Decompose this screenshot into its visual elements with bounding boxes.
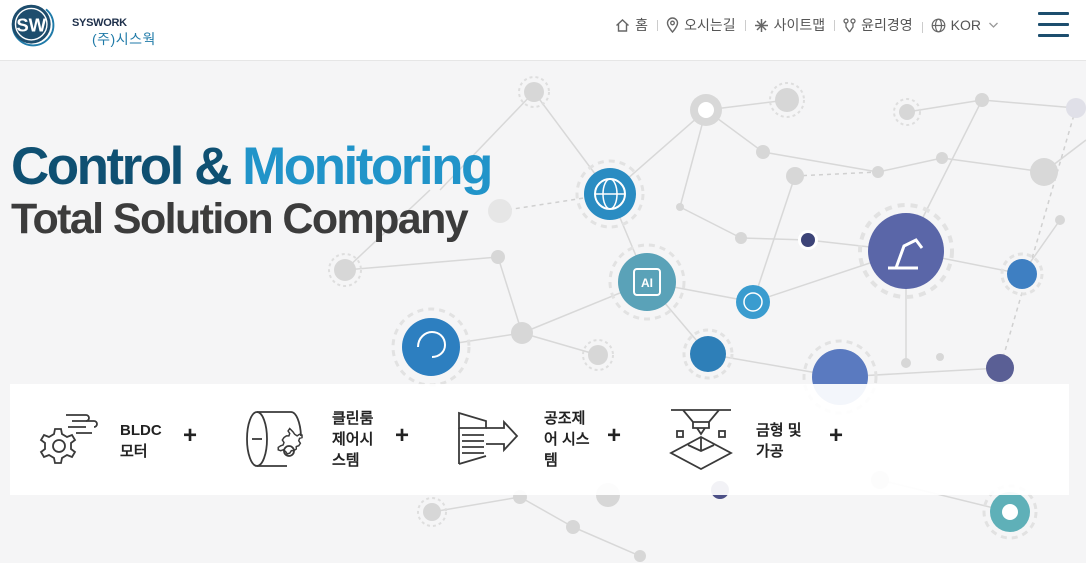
network-background: AI [328,76,1086,562]
nav-ethics[interactable]: 윤리경영 [834,15,922,35]
mold-processing-icon [669,409,733,471]
feature-hvac-system[interactable]: 공조제 어 시스템 + [456,384,656,495]
motor-gear-icon [39,414,98,464]
nav-sitemap-label: 사이트맵 [773,17,826,33]
feature-bldc-motor[interactable]: BLDC 모터 + [32,384,232,495]
feature-mold-processing-label: 금형 및 가공 [756,422,802,460]
feature-hvac-system-label: 공조제 어 시스템 [544,410,590,469]
nav-home[interactable]: 홈 [606,15,657,35]
feature-cleanroom-control[interactable]: 클린룸 제어시 스템 + [244,384,444,495]
menu-bar-icon [1038,23,1069,26]
nav-language[interactable]: KOR [921,17,1008,33]
logo-name-en: SYSWORK [72,17,127,29]
cleanroom-control-icon [246,411,303,467]
nav-home-label: 홈 [635,17,649,33]
hero-title-monitoring: Monitoring [242,137,493,196]
logo-name-ko: (주)시스웍 [92,31,156,47]
plus-separator: + [829,422,844,449]
business-area-bar: BLDC 모터 + 클린룸 제어시 스템 + [10,384,1069,495]
logo-mark: SW [16,15,46,36]
ethics-icon [843,17,856,32]
location-pin-icon [666,17,679,33]
plus-separator: + [395,422,410,449]
hero-subtitle: Total Solution Company [11,195,469,243]
nav-sitemap[interactable]: 사이트맵 [744,15,835,35]
hero-title-control: Control & [11,137,243,196]
chevron-down-icon [989,22,998,28]
nav-directions-label: 오시는길 [684,17,736,33]
feature-mold-processing[interactable]: 금형 및 가공 + [668,384,868,495]
svg-text:AI: AI [641,276,653,290]
syswork-logo[interactable]: SW SYSWORK (주)시스웍 [9,3,169,55]
nav-language-label: KOR [950,17,981,33]
site-header: SW SYSWORK (주)시스웍 홈 오시는길 사이트맵 윤리경영 [0,0,1086,61]
nav-ethics-label: 윤리경영 [861,17,913,33]
globe-icon [931,18,946,32]
plus-separator: + [607,422,622,449]
sw-logo-icon: SW [11,4,55,47]
hamburger-menu-button[interactable] [1038,11,1070,39]
feature-bldc-motor-label: BLDC 모터 [120,422,162,460]
hvac-system-icon [458,411,519,465]
utility-nav: 홈 오시는길 사이트맵 윤리경영 KOR [606,14,1008,36]
hero-title-line1: Control & Monitoring [11,136,493,198]
menu-bar-icon [1038,34,1069,37]
feature-cleanroom-control-label: 클린룸 제어시 스템 [332,410,374,469]
menu-bar-icon [1038,12,1069,15]
home-icon [616,19,630,32]
hero-headline: Control & Monitoring Total Solution Comp… [11,136,493,244]
sitemap-icon [754,18,768,32]
nav-directions[interactable]: 오시는길 [657,15,745,35]
plus-separator: + [183,422,198,449]
